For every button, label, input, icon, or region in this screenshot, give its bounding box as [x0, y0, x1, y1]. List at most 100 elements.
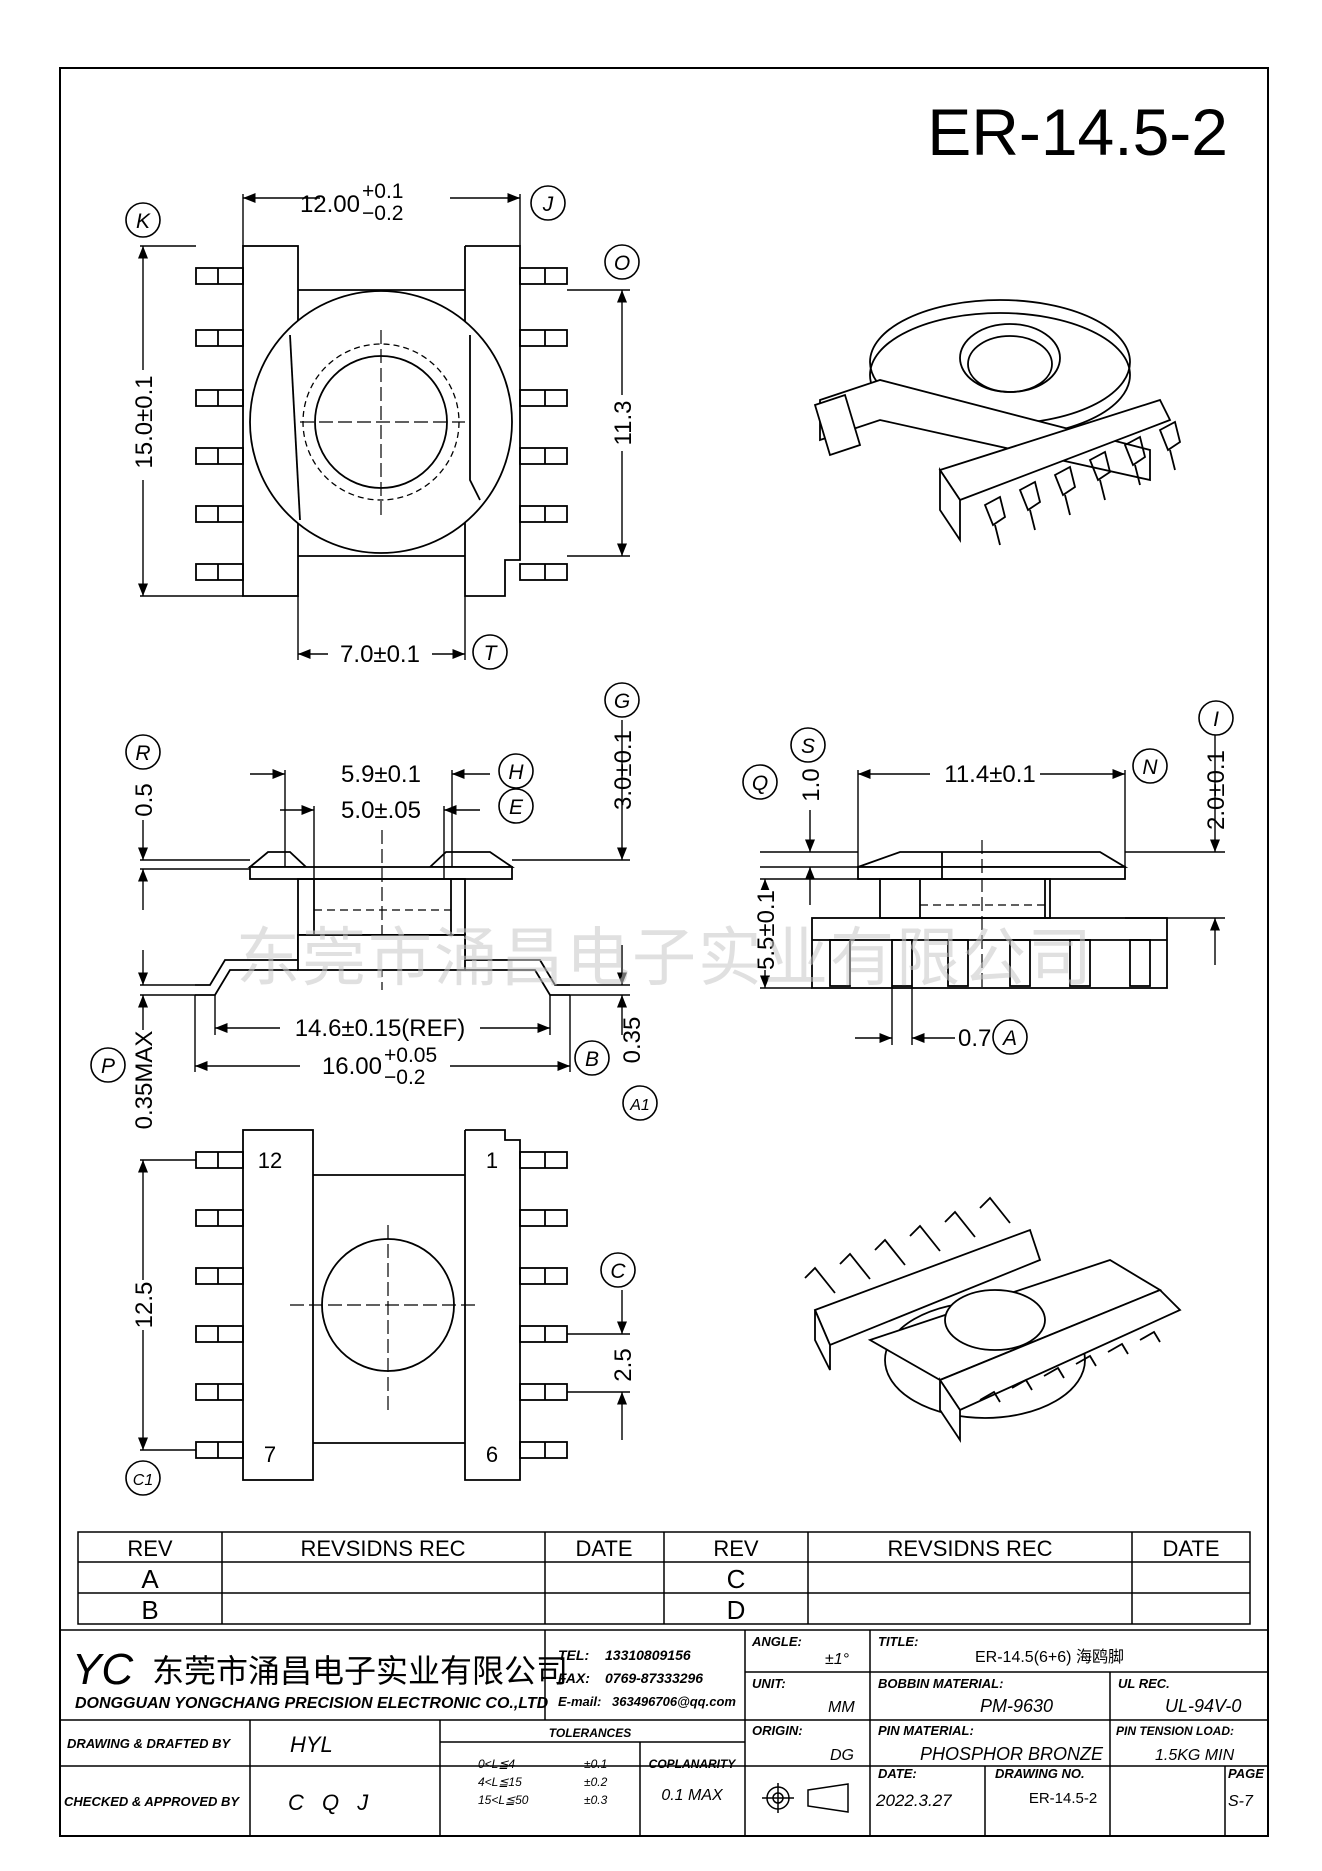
- drawing-title: ER-14.5-2: [927, 95, 1228, 169]
- top-right-pins: [519, 267, 568, 581]
- rev-header-1: REV: [127, 1536, 173, 1561]
- title-value: ER-14.5(6+6) 海鸥脚: [975, 1648, 1124, 1666]
- pin-material-label: PIN MATERIAL:: [878, 1723, 974, 1738]
- callout-q: Q: [752, 772, 768, 795]
- checked-label: CHECKED & APPROVED BY: [64, 1794, 240, 1809]
- drawing-no-value: ER-14.5-2: [1029, 1790, 1097, 1807]
- pin-material-value: PHOSPHOR BRONZE: [920, 1744, 1104, 1764]
- tol-row-1-range: 0<L≦4: [478, 1757, 515, 1771]
- side-pins: [829, 939, 1151, 987]
- dim-front-r: 0.5: [131, 783, 158, 816]
- callout-n: N: [1142, 756, 1158, 779]
- bobbin-value: PM-9630: [980, 1696, 1053, 1716]
- date-label: DATE:: [878, 1766, 917, 1781]
- revision-table-text: REV REVSIDNS REC DATE REV REVSIDNS REC D…: [127, 1536, 1219, 1625]
- pin-label-1: 1: [486, 1148, 498, 1173]
- rev-header-2: REVSIDNS REC: [300, 1536, 465, 1561]
- ul-label: UL REC.: [1118, 1676, 1170, 1691]
- rev-c: C: [727, 1564, 746, 1594]
- iso-view-bottom: [804, 1196, 1182, 1443]
- bobbin-label: BOBBIN MATERIAL:: [878, 1676, 1003, 1691]
- dim-top-width-minus: −0.2: [362, 202, 403, 225]
- title-label: TITLE:: [878, 1634, 918, 1649]
- callout-o: O: [614, 252, 630, 275]
- iso-top-pins: [983, 420, 1182, 546]
- unit-value: MM: [828, 1699, 855, 1716]
- callout-p: P: [101, 1055, 115, 1078]
- callout-s: S: [801, 735, 815, 758]
- rev-header-6: DATE: [1162, 1536, 1219, 1561]
- bottom-left-pins: [195, 1151, 244, 1459]
- fax-label: FAX:: [558, 1670, 590, 1686]
- logo-yc: YC: [72, 1645, 134, 1694]
- rev-header-4: REV: [713, 1536, 759, 1561]
- angle-value: ±1°: [825, 1651, 850, 1668]
- email-label: E-mail:: [558, 1694, 601, 1709]
- callout-h: H: [508, 761, 524, 784]
- dim-top-width: 12.00: [300, 191, 360, 218]
- dim-front-b-minus: −0.2: [384, 1066, 425, 1089]
- email-value: 363496706@qq.com: [612, 1694, 736, 1709]
- tension-value: 1.5KG MIN: [1155, 1747, 1235, 1764]
- dim-front-e: 5.0±.05: [341, 797, 421, 824]
- tol-row-2-range: 4<L≦15: [478, 1775, 522, 1789]
- dim-front-h: 5.9±0.1: [341, 761, 421, 788]
- coplanarity-label: COPLANARITY: [649, 1757, 737, 1771]
- callout-a: A: [1001, 1027, 1017, 1050]
- pin-label-12: 12: [258, 1148, 282, 1173]
- callout-g: G: [614, 690, 630, 713]
- dim-side-a: 0.7: [958, 1025, 991, 1052]
- watermark: 东莞市涌昌电子实业有限公司: [236, 922, 1094, 994]
- tel-value: 13310809156: [605, 1647, 691, 1663]
- callout-letters: K J O T R H E G P B A1 S Q N I A C C1: [101, 193, 1219, 1489]
- dim-front-g: 3.0±0.1: [610, 730, 637, 810]
- dim-front-b: 16.00: [322, 1053, 382, 1080]
- dim-top-slot: 11.3: [610, 401, 637, 446]
- iso-view-top: [813, 299, 1182, 546]
- drawn-value: HYL: [290, 1732, 333, 1757]
- pin-label-6: 6: [486, 1442, 498, 1467]
- revision-table: [77, 1531, 1251, 1625]
- coplanarity-value: 0.1 MAX: [661, 1787, 724, 1804]
- callout-b: B: [585, 1048, 599, 1071]
- origin-label: ORIGIN:: [752, 1723, 803, 1738]
- dim-side-n: 11.4±0.1: [944, 761, 1035, 788]
- callout-i: I: [1213, 708, 1219, 731]
- callout-a1: A1: [629, 1097, 650, 1114]
- iso-bottom-pins-right: [979, 1330, 1161, 1403]
- tol-row-3-val: ±0.3: [584, 1793, 608, 1807]
- tolerances-label: TOLERANCES: [549, 1726, 631, 1740]
- front-view-dimensions: [137, 720, 630, 1072]
- dim-top-base: 7.0±0.1: [340, 641, 420, 668]
- dim-front-b-plus: +0.05: [384, 1044, 437, 1067]
- tol-row-2-val: ±0.2: [584, 1775, 608, 1789]
- company-name-en: DONGGUAN YONGCHANG PRECISION ELECTRONIC …: [75, 1695, 549, 1712]
- drawing-no-label: DRAWING NO.: [995, 1766, 1085, 1781]
- callout-t: T: [484, 642, 499, 665]
- rev-a: A: [141, 1564, 159, 1594]
- ul-value: UL-94V-0: [1165, 1696, 1241, 1716]
- dim-bottom-c: 2.5: [610, 1348, 637, 1381]
- top-view: [195, 245, 568, 597]
- tel-label: TEL:: [558, 1647, 589, 1663]
- title-block: [59, 1629, 1269, 1837]
- callout-e: E: [509, 796, 524, 819]
- dim-side-s: 1.0: [798, 768, 825, 801]
- fax-value: 0769-87333296: [605, 1670, 703, 1686]
- rev-d: D: [727, 1595, 746, 1625]
- rev-header-5: REVSIDNS REC: [887, 1536, 1052, 1561]
- dim-front-ref: 14.6±0.15(REF): [295, 1015, 466, 1042]
- title-block-text: YC 东莞市涌昌电子实业有限公司 DONGGUAN YONGCHANG PREC…: [64, 1634, 1264, 1815]
- dim-front-a1: 0.35: [619, 1017, 646, 1064]
- rev-b: B: [141, 1595, 158, 1625]
- date-value: 2022.3.27: [875, 1791, 952, 1810]
- company-name-cn: 东莞市涌昌电子实业有限公司: [152, 1653, 568, 1689]
- page-label: PAGE: [1228, 1766, 1264, 1781]
- tension-label: PIN TENSION LOAD:: [1116, 1724, 1234, 1738]
- callout-k: K: [136, 210, 151, 233]
- pin-label-7: 7: [264, 1442, 276, 1467]
- drawn-label: DRAWING & DRAFTED BY: [67, 1736, 232, 1751]
- bottom-view: [195, 1129, 568, 1481]
- origin-value: DG: [830, 1747, 854, 1764]
